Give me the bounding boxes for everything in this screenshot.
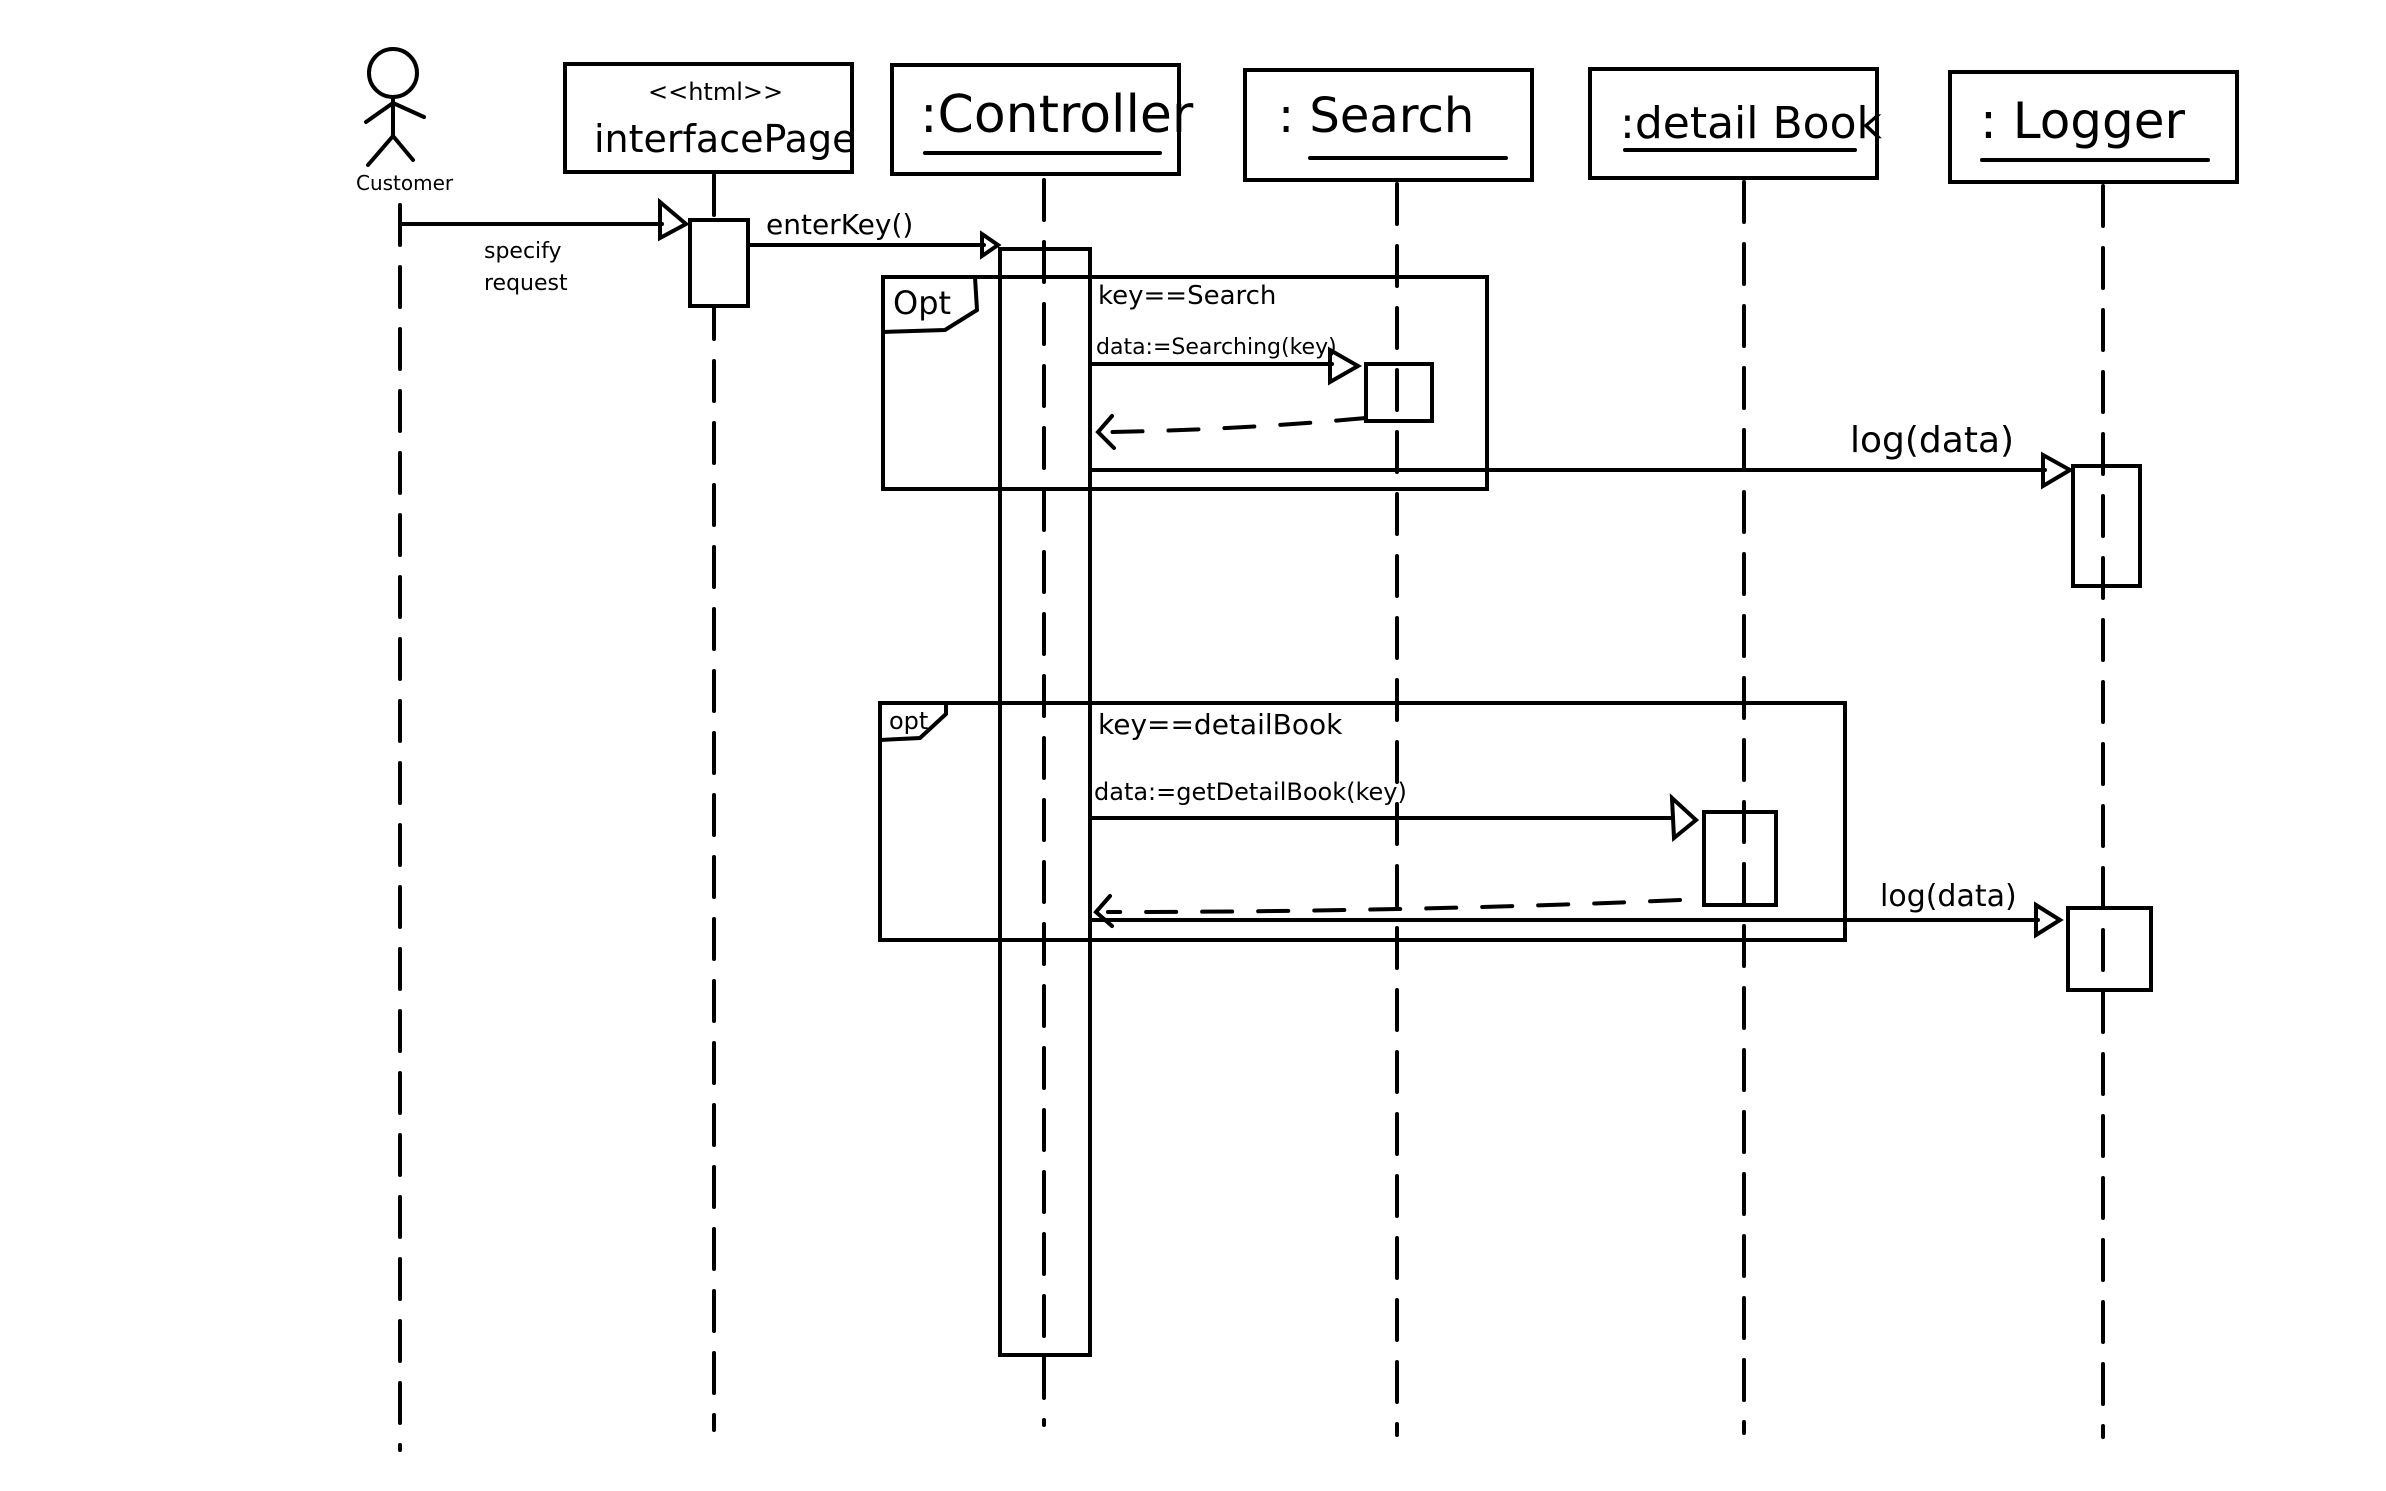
arrowhead-open <box>2041 451 2075 490</box>
activation-search <box>1364 362 1434 423</box>
actor-customer <box>364 47 426 167</box>
lifeline-head-logger <box>1948 70 2239 184</box>
activation-controller <box>998 247 1092 1357</box>
arrowhead-open <box>1669 793 1700 843</box>
actor-leg-left <box>366 134 395 167</box>
activation-logger-1 <box>2071 464 2142 588</box>
message-label-enterkey: enterKey() <box>766 208 913 241</box>
message-return-search <box>1108 416 1368 434</box>
arrowhead-open <box>980 230 1002 260</box>
arrowhead-open <box>2034 901 2064 939</box>
actor-arm-right <box>391 101 426 119</box>
fragment-opt-1 <box>881 275 1489 491</box>
message-label-searching: data:=Searching(key) <box>1096 335 1337 360</box>
message-label-specify: specify <box>484 239 562 264</box>
lifeline-label-detailbook: :detail Book <box>1620 98 1883 149</box>
lifeline-head-search <box>1243 68 1534 182</box>
fragment-guard-2: key==detailBook <box>1098 708 1343 741</box>
message-label-getdetailbook: data:=getDetailBook(key) <box>1094 778 1407 806</box>
lifeline-label-interfacepage: interfacePage <box>594 117 855 161</box>
fragment-operator-2: opt <box>889 707 928 735</box>
message-return-detailbook <box>1106 898 1682 914</box>
fragment-guard-1: key==Search <box>1098 281 1276 311</box>
activation-logger-2 <box>2066 906 2153 992</box>
message-label-log-2: log(data) <box>1880 879 2017 914</box>
activation-detailbook <box>1702 810 1778 907</box>
actor-head <box>367 47 419 99</box>
actor-arm-left <box>364 101 395 124</box>
arrowhead-open <box>1328 346 1363 386</box>
fragment-opt-2 <box>878 701 1847 942</box>
lifeline-head-detailbook <box>1588 67 1879 180</box>
activation-interfacepage <box>688 218 750 308</box>
fragment-operator-1: Opt <box>893 284 951 322</box>
actor-label: Customer <box>356 171 454 195</box>
lifeline-label-logger: : Logger <box>1980 92 2186 150</box>
lifeline-head-interfacepage <box>563 62 854 174</box>
lifeline-head-controller <box>890 63 1181 176</box>
message-label-log-1: log(data) <box>1850 420 2014 461</box>
lifeline-stereotype-interfacepage: <<html>> <box>648 78 783 106</box>
actor-leg-right <box>391 134 415 162</box>
fragment-opt-1-tag <box>881 275 980 334</box>
lifeline-label-search: : Search <box>1278 88 1474 144</box>
arrowhead-return <box>1095 414 1116 450</box>
arrowhead-open <box>658 197 690 242</box>
message-label-request: request <box>484 271 568 296</box>
fragment-opt-2-tag <box>878 701 948 742</box>
lifeline-label-controller: :Controller <box>920 85 1194 145</box>
